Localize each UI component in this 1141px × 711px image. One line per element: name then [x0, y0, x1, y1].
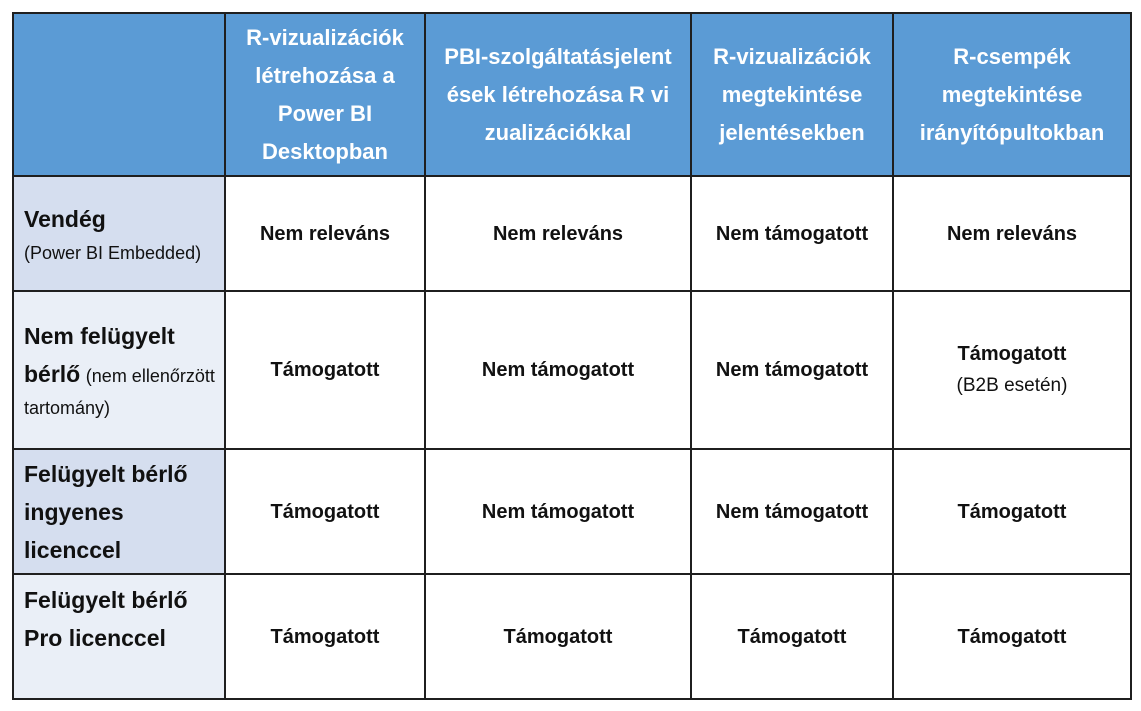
cell-value: Nem releváns: [492, 222, 624, 245]
row-note: (nem ellenőrzött tartomány): [24, 366, 215, 418]
column-header: R-vizualizációk létrehozása a Power BI D…: [224, 12, 426, 177]
column-header: R-vizualizációk megtekintése jelentésekb…: [690, 12, 894, 177]
row-header: Felügyelt bérlő Pro licenccel: [12, 573, 226, 700]
row-header: Felügyelt bérlő ingyenes licenccel: [12, 448, 226, 575]
table-cell: Nem támogatott: [690, 448, 894, 575]
table-cell: Nem releváns: [224, 175, 426, 292]
cell-value: Támogatott: [957, 343, 1067, 365]
table-cell: Nem támogatott: [690, 175, 894, 292]
cell-value: Támogatott: [270, 359, 380, 381]
table-cell: Nem támogatott: [690, 290, 894, 450]
support-matrix: R-vizualizációk létrehozása a Power BI D…: [12, 12, 1132, 700]
cell-value: Nem releváns: [946, 222, 1078, 245]
table-row: Nem felügyelt bérlő (nem ellenőrzött tar…: [12, 290, 1132, 450]
table-cell: Nem releváns: [892, 175, 1132, 292]
column-header: R-csempék megtekintése irányítópultokban: [892, 12, 1132, 177]
cell-value: Nem támogatott: [715, 500, 869, 523]
cell-value: Támogatott: [957, 625, 1067, 648]
table-cell: Támogatott: [224, 448, 426, 575]
table-row: Felügyelt bérlő ingyenes licenccel Támog…: [12, 448, 1132, 575]
cell-value: Nem támogatott: [481, 500, 635, 523]
row-header: Vendég (Power BI Embedded): [12, 175, 226, 292]
table-cell: Támogatott: [892, 573, 1132, 700]
support-table: R-vizualizációk létrehozása a Power BI D…: [12, 12, 1132, 700]
table-cell: Támogatott: [224, 290, 426, 450]
row-header: Nem felügyelt bérlő (nem ellenőrzött tar…: [12, 290, 226, 450]
cell-value: Nem releváns: [259, 222, 391, 245]
cell-value: Nem támogatott: [715, 359, 869, 381]
column-header: PBI-szolgáltatásjelentések létrehozása R…: [424, 12, 692, 177]
row-note: (Power BI Embedded): [24, 242, 202, 263]
table-row: Vendég (Power BI Embedded) Nem releváns …: [12, 175, 1132, 292]
cell-value: Támogatott: [270, 500, 380, 523]
row-label: Felügyelt bérlő ingyenes licenccel: [24, 460, 188, 563]
cell-value: Nem támogatott: [715, 222, 869, 245]
table-cell: Nem támogatott: [424, 448, 692, 575]
row-label: Felügyelt bérlő Pro licenccel: [24, 587, 188, 651]
table-cell: Támogatott (B2B esetén): [892, 290, 1132, 450]
table-cell: Támogatott: [424, 573, 692, 700]
table-cell: Nem támogatott: [424, 290, 692, 450]
table-cell: Támogatott: [892, 448, 1132, 575]
row-label: Nem felügyelt bérlő: [24, 323, 175, 387]
cell-value: Támogatott: [503, 625, 613, 648]
table-header-row: R-vizualizációk létrehozása a Power BI D…: [12, 12, 1132, 177]
header-corner-cell: [12, 12, 226, 177]
table-row: Felügyelt bérlő Pro licenccel Támogatott…: [12, 573, 1132, 700]
cell-value: Támogatott: [957, 500, 1067, 523]
row-label: Vendég: [24, 205, 106, 232]
cell-subnote: (B2B esetén): [956, 375, 1068, 396]
cell-value: Támogatott: [737, 625, 847, 648]
cell-value: Nem támogatott: [481, 359, 635, 381]
cell-value: Támogatott: [270, 625, 380, 648]
table-cell: Támogatott: [224, 573, 426, 700]
table-cell: Támogatott: [690, 573, 894, 700]
table-cell: Nem releváns: [424, 175, 692, 292]
